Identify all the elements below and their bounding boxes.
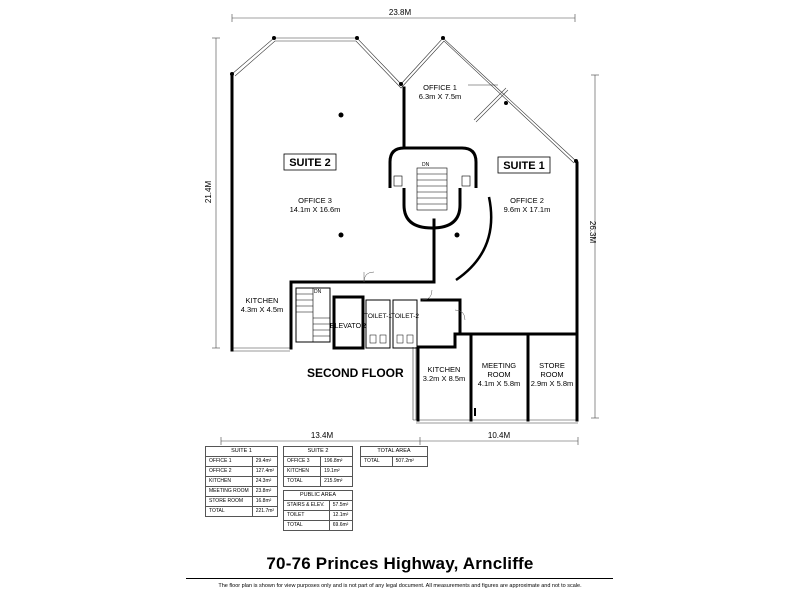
store-size: 2.9m X 5.8m <box>531 379 574 388</box>
store-label-2: ROOM <box>540 370 563 379</box>
disclaimer-text: The floor plan is shown for view purpose… <box>218 583 582 589</box>
kitchen-right-label: KITCHEN <box>428 365 461 374</box>
office1-size: 6.3m X 7.5m <box>419 92 462 101</box>
office2-size: 9.6m X 17.1m <box>504 205 551 214</box>
door-swings <box>363 271 466 321</box>
area-value: 16.8m² <box>251 496 279 507</box>
area-name: TOILET <box>283 510 330 521</box>
dim-bottom-right: 10.4M <box>488 431 511 440</box>
suite2-tag: SUITE 2 <box>283 153 337 171</box>
dimension-lines <box>212 14 599 445</box>
area-value: 507.2m² <box>391 456 429 467</box>
area-name: TOTAL <box>205 506 253 517</box>
office3-label: OFFICE 3 <box>298 196 332 205</box>
left-stair <box>295 287 331 343</box>
office2-label: OFFICE 2 <box>510 196 544 205</box>
curved-partition <box>455 196 493 282</box>
area-value: 19.1m² <box>320 466 353 477</box>
meeting-size: 4.1m X 5.8m <box>478 379 521 388</box>
suite1-tag: SUITE 1 <box>497 156 551 174</box>
office3-size: 14.1m X 16.6m <box>290 205 341 214</box>
total-table-title: TOTAL AREA <box>360 446 428 457</box>
area-name: STORE ROOM <box>205 496 253 507</box>
area-name: TOTAL <box>283 520 330 531</box>
divider <box>186 578 613 579</box>
toilet2-label: TOILET-2 <box>391 313 419 320</box>
solid-walls <box>230 74 579 422</box>
columns <box>338 112 460 238</box>
area-name: OFFICE 3 <box>282 456 322 467</box>
public-table-title: PUBLIC AREA <box>283 490 353 501</box>
toilet-block <box>365 299 418 349</box>
suite2-table-title: SUITE 2 <box>283 446 353 457</box>
area-value: 57.5m² <box>328 500 354 511</box>
kitchen-left-size: 4.3m X 4.5m <box>241 305 284 314</box>
meeting-label-2: ROOM <box>487 370 510 379</box>
table-row: STAIRS & ELEV.57.5m² <box>283 500 354 511</box>
office1-label: OFFICE 1 <box>423 83 457 92</box>
stair-core <box>388 146 478 230</box>
floor-label: SECOND FLOOR <box>307 366 404 380</box>
corner-posts <box>230 36 578 163</box>
suite1-table-title: SUITE 1 <box>204 446 279 457</box>
dim-bottom-left: 13.4M <box>311 431 334 440</box>
area-value: 23.8m² <box>251 486 279 497</box>
area-name: TOTAL <box>360 456 393 467</box>
dn-left-label: DN <box>314 289 322 295</box>
area-value: 215.9m² <box>320 476 353 487</box>
kitchen-left-label: KITCHEN <box>246 296 279 305</box>
area-value: 127.4m² <box>251 466 279 477</box>
toilet1-label: TOILET-1 <box>364 313 392 320</box>
dim-left-height: 21.4M <box>204 181 213 204</box>
area-name: OFFICE 1 <box>205 456 253 467</box>
area-value: 221.7m² <box>251 506 279 517</box>
store-label: STORE <box>539 361 565 370</box>
area-value: 196.8m² <box>320 456 353 467</box>
meeting-label: MEETING <box>482 361 516 370</box>
elevator-label: ELEVATOR <box>330 323 366 330</box>
dim-right-height: 26.3M <box>588 221 597 244</box>
property-address: 70-76 Princes Highway, Arncliffe <box>266 554 534 573</box>
area-value: 29.4m² <box>251 456 279 467</box>
suite1-label: SUITE 1 <box>503 160 545 172</box>
dim-top-width: 23.8M <box>389 8 412 17</box>
area-name: TOTAL <box>282 476 322 487</box>
area-name: STAIRS & ELEV. <box>283 500 330 511</box>
office1-partition <box>473 87 509 123</box>
area-name: KITCHEN <box>282 466 322 477</box>
area-name: MEETING ROOM <box>205 486 253 497</box>
door-marks <box>474 408 476 416</box>
suite2-label: SUITE 2 <box>289 157 331 169</box>
area-value: 69.6m² <box>328 520 354 531</box>
dn-stair-label: DN <box>422 162 430 168</box>
glass-walls <box>231 37 578 424</box>
area-value: 24.3m² <box>251 476 279 487</box>
area-value: 12.1m² <box>328 510 354 521</box>
area-name: OFFICE 2 <box>205 466 253 477</box>
area-name: KITCHEN <box>205 476 253 487</box>
kitchen-right-size: 3.2m X 8.5m <box>423 374 466 383</box>
